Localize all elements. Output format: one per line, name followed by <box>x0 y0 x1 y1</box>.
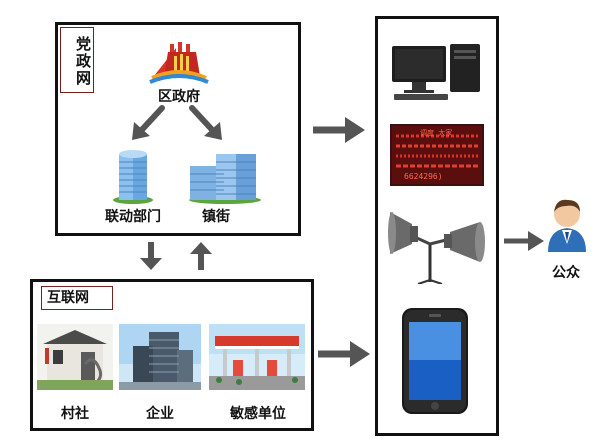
village-label: 村社 <box>61 406 89 422</box>
arrow-to-town-street <box>186 104 226 144</box>
led-display-text-2: 6624296) <box>404 172 443 181</box>
enterprise-label: 企业 <box>146 406 174 422</box>
joint-dept-building-icon <box>112 146 154 204</box>
party-network-tag-text: 党政网 <box>74 35 92 87</box>
sensitive-unit-label: 敏感单位 <box>230 406 286 422</box>
town-street-building-icon <box>186 148 264 204</box>
district-gov-label: 区政府 <box>158 89 200 105</box>
arrow-party-to-output <box>311 114 367 146</box>
arrow-internet-to-output <box>316 338 372 370</box>
arrow-down <box>138 240 164 272</box>
led-display-text-1: 调度 大家 <box>420 129 453 137</box>
enterprise-image <box>119 324 201 390</box>
internet-tag-text: 互联网 <box>47 290 89 306</box>
led-display-icon <box>390 124 484 186</box>
sensitive-unit-image <box>209 324 305 390</box>
smartphone-icon <box>400 306 470 416</box>
internet-tag: 互联网 <box>41 286 113 310</box>
village-image <box>37 324 113 390</box>
joint-dept-label: 联动部门 <box>105 209 161 225</box>
town-street-label: 镇街 <box>202 209 230 225</box>
public-label: 公众 <box>552 265 580 281</box>
arrow-up <box>188 240 214 272</box>
party-network-tag: 党政网 <box>60 27 94 93</box>
arrow-to-joint-dept <box>128 104 168 144</box>
arrow-output-to-public <box>502 228 546 254</box>
public-person-icon <box>544 194 590 254</box>
desktop-computer-icon <box>390 42 486 102</box>
district-gov-logo <box>148 40 210 86</box>
loudspeaker-icon <box>388 204 488 284</box>
